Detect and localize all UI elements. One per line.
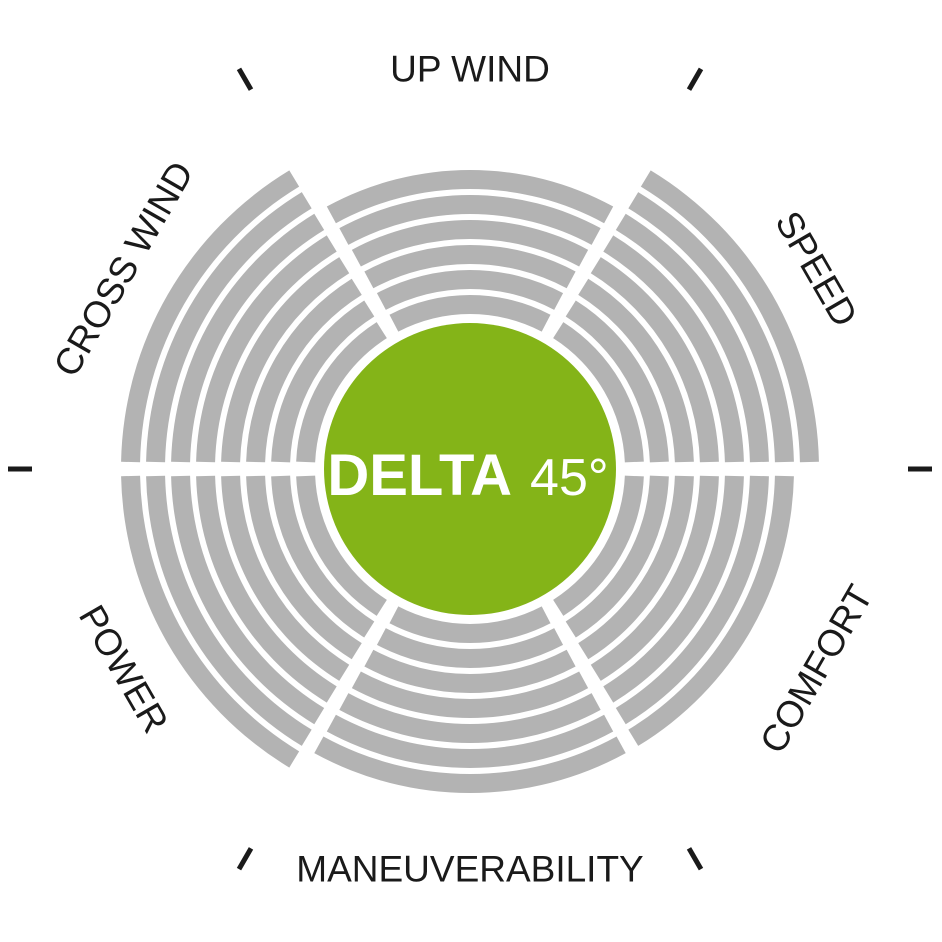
ring-bar bbox=[196, 235, 337, 463]
center-title: DELTA 45° bbox=[327, 443, 608, 508]
label-up-wind: UP WIND bbox=[390, 49, 550, 90]
ring-bar bbox=[376, 628, 564, 668]
ring-bar bbox=[296, 475, 387, 616]
ring-bar bbox=[339, 195, 601, 245]
ring-bar bbox=[590, 257, 719, 463]
ring-bar bbox=[171, 475, 325, 725]
ring-bar bbox=[553, 322, 644, 463]
ring-bar bbox=[246, 475, 362, 660]
ring-bar bbox=[326, 714, 614, 768]
ring-bar bbox=[603, 235, 744, 463]
ring-bar bbox=[578, 475, 694, 660]
rating-segments bbox=[121, 169, 819, 793]
boundary-tick bbox=[236, 67, 254, 91]
ring-bar bbox=[389, 606, 551, 643]
segment-speed bbox=[553, 170, 819, 463]
ring-bar bbox=[314, 736, 626, 793]
ring-bar bbox=[121, 475, 300, 768]
segment-power bbox=[121, 475, 387, 768]
ring-bar bbox=[615, 475, 769, 725]
ring-bar bbox=[603, 475, 744, 703]
ring-bar bbox=[146, 475, 312, 746]
boundary-tick bbox=[686, 847, 704, 871]
ring-bar bbox=[351, 220, 589, 267]
boundary-tick bbox=[236, 847, 254, 871]
product-name: DELTA bbox=[327, 443, 512, 508]
ring-bar bbox=[271, 475, 375, 638]
ring-bar bbox=[351, 671, 589, 718]
ring-bar bbox=[628, 192, 794, 463]
product-angle: 45° bbox=[530, 449, 609, 507]
ring-bar bbox=[121, 170, 300, 463]
ring-bar bbox=[296, 322, 387, 463]
ring-bar bbox=[196, 475, 337, 703]
boundary-tick bbox=[686, 67, 704, 91]
segment-cross-wind bbox=[121, 170, 387, 463]
segment-maneuverability bbox=[314, 606, 626, 793]
label-comfort: COMFORT bbox=[752, 578, 881, 760]
segment-up-wind bbox=[326, 169, 614, 332]
center-circle bbox=[324, 323, 616, 615]
ring-bar bbox=[640, 170, 819, 463]
ring-bar bbox=[376, 270, 564, 310]
ring-bar bbox=[221, 257, 350, 463]
ring-bar bbox=[578, 278, 694, 463]
ring-bar bbox=[615, 213, 769, 463]
ring-bar bbox=[171, 213, 325, 463]
ring-bar bbox=[389, 295, 551, 332]
ring-bar bbox=[553, 475, 644, 616]
ring-bar bbox=[339, 693, 601, 743]
tick-marks bbox=[8, 67, 932, 871]
ring-bar bbox=[326, 169, 614, 224]
ring-bar bbox=[246, 278, 362, 463]
ring-bar bbox=[271, 300, 375, 463]
ring-bar bbox=[628, 475, 794, 746]
label-maneuverability: MANEUVERABILITY bbox=[296, 849, 643, 890]
ring-bar bbox=[364, 245, 576, 289]
ring-bar bbox=[565, 300, 669, 463]
ring-bar bbox=[565, 475, 669, 638]
ring-bar bbox=[221, 475, 350, 681]
ring-bar bbox=[146, 192, 312, 463]
ring-bar bbox=[590, 475, 719, 681]
ring-bar bbox=[364, 649, 576, 694]
segment-comfort bbox=[553, 475, 794, 746]
